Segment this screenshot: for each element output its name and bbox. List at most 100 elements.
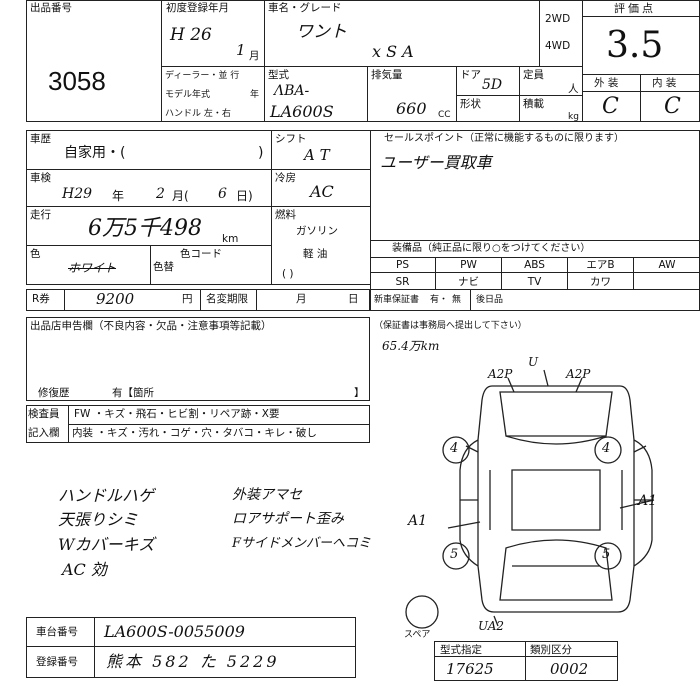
chassis-value: LA600S-0055009 — [104, 622, 245, 641]
mark-a1-right: A1 — [638, 493, 658, 509]
registration-value: 熊本 582 た 5229 — [106, 652, 280, 671]
ext-label: 外 装 — [594, 77, 619, 89]
warranty-note: （保証書は事務局へ提出して下さい） — [374, 321, 527, 331]
fuel-light: 軽 油 — [303, 248, 328, 260]
inspection-day: 6 — [218, 186, 227, 202]
load-label: 積載 — [523, 98, 544, 110]
class-code-value: 0002 — [550, 660, 589, 678]
shift-label: シフト — [275, 133, 307, 145]
car-hood — [499, 391, 613, 437]
equip-abs: ABS — [502, 257, 568, 273]
equipment-label: 装備品（純正品に限り○をつけてください） — [392, 243, 591, 254]
note-left-3: Wカバーキズ — [58, 535, 155, 554]
equip-sr: SR — [370, 273, 436, 290]
first-reg-month-unit: 月 — [249, 50, 260, 62]
drive-2wd: 2WD — [545, 13, 571, 25]
inspection-year-unit: 年 — [112, 189, 125, 203]
color-change-label: 色替 — [153, 261, 174, 273]
class-code-label: 類別区分 — [530, 644, 572, 656]
declaration-box — [26, 317, 370, 401]
equip-ps: PS — [370, 257, 436, 273]
declaration-label: 出品店申告欄（不良内容・欠品・注意事項等記載） — [30, 320, 272, 332]
note-right-1: 外装アマセ — [232, 487, 302, 503]
chassis-label: 車台番号 — [36, 626, 78, 638]
repair-label: 修復歴 — [38, 387, 70, 399]
name-change-month: 月 — [296, 293, 307, 305]
wheel-rr-num: 5 — [602, 547, 611, 562]
model-prefix: ΛBA- — [274, 83, 310, 99]
note-left-4: AC 効 — [62, 560, 107, 579]
name-change-day: 日 — [348, 293, 359, 305]
int-value: C — [664, 94, 681, 119]
color-value: ホワイト — [68, 261, 117, 275]
recycle-unit: 円 — [182, 293, 193, 305]
equip-leather: カワ — [568, 273, 634, 290]
model-code: LA600S — [270, 102, 334, 121]
shift-value: A T — [304, 146, 330, 164]
recycle-box — [26, 289, 370, 311]
note-left-1: ハンドルハゲ — [58, 486, 155, 505]
sales-point-label: セールスポイント（正常に機能するものに限ります） — [384, 133, 624, 144]
int-label: 内 装 — [652, 77, 677, 89]
equip-airbag: エアB — [568, 257, 634, 273]
inspector-row-2: 内装 ・キズ・汚れ・コゲ・穴・タバコ・キレ・破し — [72, 427, 317, 439]
repair-close: 】 — [354, 387, 365, 399]
first-reg-era: H 26 — [170, 25, 212, 45]
wheel-fr-num: 4 — [602, 441, 611, 456]
class-code-box — [525, 641, 618, 681]
model-label: 型式 — [268, 69, 289, 81]
inspection-month-unit: 月( — [172, 189, 189, 203]
fuel-gas: ガソリン — [296, 225, 338, 237]
recycle-value: 9200 — [96, 290, 135, 308]
shape-label: 形状 — [460, 98, 481, 110]
door-value: 5D — [482, 77, 503, 93]
warranty-ari: 有・ — [430, 295, 449, 305]
mileage-value: 6万5千498 — [88, 216, 202, 241]
car-rear — [499, 539, 613, 601]
first-reg-label: 初度登録年月 — [166, 2, 229, 14]
warranty-date-label: 後日品 — [476, 295, 504, 305]
car-name-value: ワント — [296, 22, 347, 42]
capacity-label: 定員 — [523, 69, 544, 81]
color-code-label: 色コード — [180, 248, 222, 260]
equip-aw: AW — [634, 257, 700, 273]
inspector-label-2: 記入欄 — [28, 427, 60, 439]
recycle-label: R券 — [32, 293, 50, 305]
history-label: 車歴 — [30, 133, 51, 145]
warranty-label: 新車保証書 — [374, 295, 420, 305]
displacement-value: 660 — [396, 99, 427, 118]
drive-4wd: 4WD — [545, 40, 571, 52]
history-value: 自家用・( — [64, 145, 126, 161]
note-right-2: ロアサポート歪み — [232, 511, 344, 527]
type-code-label: 型式指定 — [440, 644, 482, 656]
inspection-year: H29 — [62, 186, 93, 202]
registration-label: 登録番号 — [36, 656, 78, 668]
car-name-label: 車名・グレード — [268, 2, 342, 14]
mark-a1-left: A1 — [408, 513, 428, 529]
lot-number: 3058 — [48, 66, 106, 96]
type-code-value: 17625 — [446, 660, 494, 678]
fuel-label: 燃料 — [275, 209, 296, 221]
registration-box — [26, 646, 356, 678]
warranty-note-hw: 65.4万km — [382, 339, 440, 353]
dealer-label: ディーラー・並 行 — [165, 71, 240, 81]
displacement-label: 排気量 — [371, 69, 403, 81]
mark-u-top: U — [528, 355, 539, 369]
mileage-unit: km — [222, 233, 239, 245]
equip-pw: PW — [436, 257, 502, 273]
wheel-rl-num: 5 — [450, 547, 459, 562]
mark-a2p-left: A2P — [488, 367, 513, 381]
score-value: 3.5 — [606, 25, 664, 66]
model-year-unit: 年 — [250, 90, 260, 100]
car-roof — [511, 469, 601, 531]
wheel-fl-num: 4 — [450, 441, 459, 456]
inspector-row-1: FW ・キズ・飛石・ヒビ割・リペア跡・X要 — [74, 408, 280, 420]
inspection-label: 車検 — [30, 172, 51, 184]
capacity-box — [519, 66, 583, 122]
note-right-3: Fサイドメンバーへコミ — [232, 536, 372, 551]
lot-label: 出品番号 — [30, 2, 72, 14]
fuel-paren: ( ) — [282, 268, 294, 280]
inspection-day-unit: 日) — [236, 189, 253, 203]
